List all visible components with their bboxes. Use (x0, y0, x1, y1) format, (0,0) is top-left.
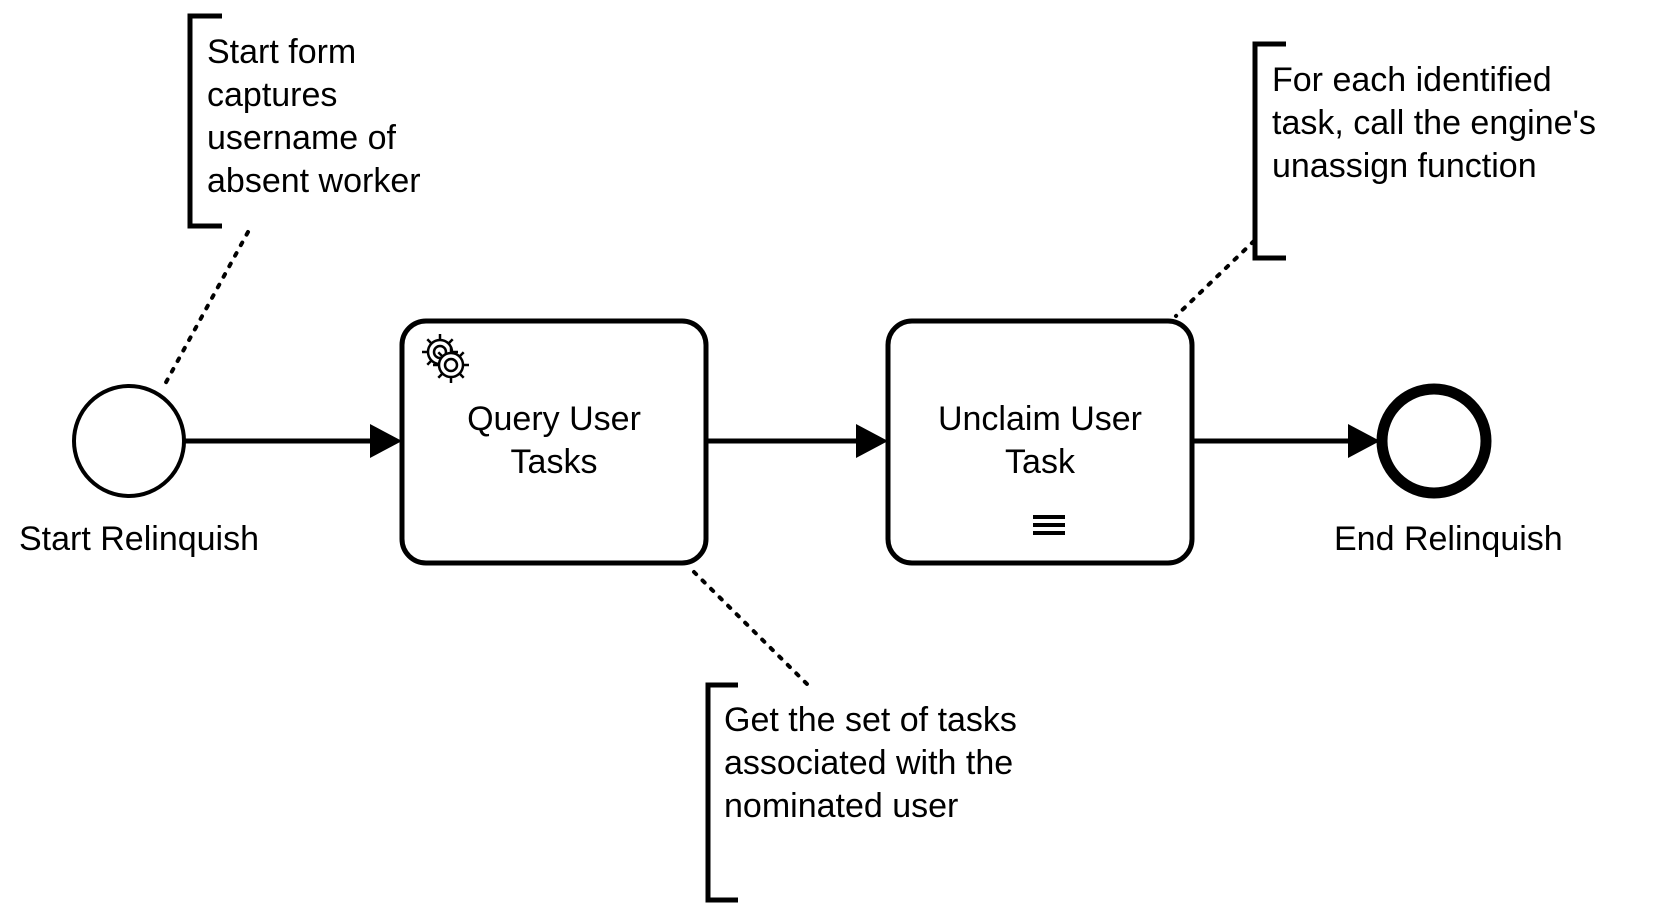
annotation-line: Start form (207, 33, 357, 71)
annotation-line: username of (207, 119, 396, 157)
task-unclaim-label-line: Unclaim User (937, 400, 1143, 438)
task-unclaim-label-line: Task (1005, 443, 1075, 481)
end-event-label: End Relinquish (1334, 520, 1563, 558)
association-query (692, 570, 810, 687)
annotation-unclaim-text: For each identified task, call the engin… (1272, 59, 1596, 188)
task-unclaim-user-task[interactable] (885, 318, 1195, 566)
service-task-gear-icon (422, 334, 469, 383)
annotation-line: nominated user (724, 787, 959, 825)
annotation-bracket-start (187, 13, 222, 229)
annotation-query-text: Get the set of tasks associated with the… (724, 699, 1017, 828)
association-start (162, 230, 250, 388)
annotation-bracket-unclaim (1252, 41, 1286, 261)
annotation-line: absent worker (207, 162, 421, 200)
association-unclaim (1174, 239, 1256, 318)
annotation-start-text: Start form captures username of absent w… (207, 31, 421, 203)
annotation-line: associated with the (724, 744, 1014, 782)
annotation-line: Get the set of tasks (724, 701, 1017, 739)
task-query-label-line: Query User (467, 400, 641, 438)
multi-instance-sequential-icon (1033, 515, 1065, 535)
annotation-line: task, call the engine's (1272, 104, 1597, 142)
annotation-line: captures (207, 76, 338, 114)
task-unclaim-label: Unclaim User Task (888, 398, 1192, 484)
start-event[interactable] (72, 384, 186, 498)
annotation-line: unassign function (1272, 147, 1537, 185)
annotation-line: For each identified (1272, 61, 1552, 99)
start-event-label: Start Relinquish (19, 520, 260, 558)
annotation-bracket-query (705, 682, 738, 903)
sequence-flow-query-to-unclaim[interactable] (705, 424, 888, 458)
task-query-user-tasks[interactable] (399, 318, 709, 566)
end-event[interactable] (1376, 383, 1492, 499)
task-query-label-line: Tasks (510, 443, 598, 481)
sequence-flow-start-to-query[interactable] (185, 424, 402, 458)
sequence-flow-unclaim-to-end[interactable] (1190, 424, 1380, 458)
task-query-label: Query User Tasks (402, 398, 706, 484)
